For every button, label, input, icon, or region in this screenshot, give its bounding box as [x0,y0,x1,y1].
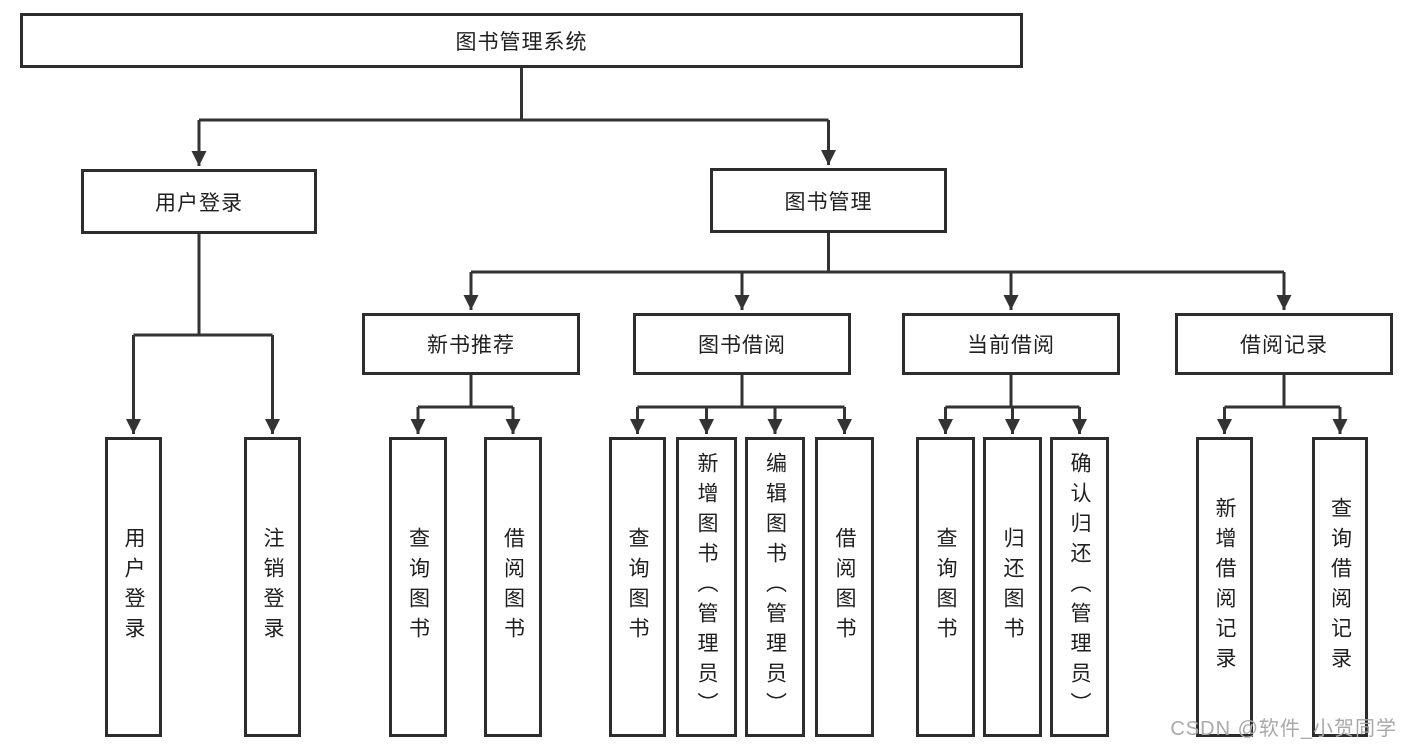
node-borrowing-records: 借阅记录 [1175,313,1393,375]
node-label: 编辑图书（管理员） [763,452,787,722]
node-label: 借阅记录 [1240,334,1328,357]
node-label: 新增图书（管理员） [695,452,718,722]
node-library-management-system: 图书管理系统 [20,13,1023,68]
node-book-management: 图书管理 [710,168,947,233]
node-label: 新书推荐 [427,334,515,357]
node-label: 图书管理系统 [455,30,588,54]
csdn-watermark: CSDN @软件_小贺同学 [1170,718,1397,740]
node-label: 用户登录 [122,527,145,647]
leaf-add-books-admin: 新增图书（管理员） [676,437,737,737]
node-label: 查询图书 [934,527,957,647]
node-label: 图书借阅 [698,334,786,357]
node-label: 确认归还（管理员） [1068,452,1091,722]
node-label: 借阅图书 [501,527,525,647]
leaf-confirm-return-admin: 确认归还（管理员） [1050,437,1109,737]
leaf-borrow-books: 借阅图书 [484,437,542,737]
node-new-book-recommendation: 新书推荐 [362,313,580,375]
node-label: 查询图书 [626,527,649,647]
leaf-return-books: 归还图书 [983,437,1042,737]
node-label: 新增借阅记录 [1213,497,1236,677]
leaf-query-borrow-record: 查询借阅记录 [1312,437,1368,737]
leaf-borrow-books: 借阅图书 [815,437,874,737]
node-label: 当前借阅 [967,334,1055,357]
node-label: 用户登录 [155,191,243,215]
leaf-query-books: 查询图书 [609,437,666,737]
node-label: 图书管理 [784,190,873,214]
node-label: 查询图书 [406,527,430,647]
leaf-user-login: 用户登录 [105,437,162,737]
leaf-query-books: 查询图书 [916,437,975,737]
leaf-query-books: 查询图书 [389,437,447,737]
node-label: 借阅图书 [833,527,856,647]
node-book-borrowing: 图书借阅 [633,313,851,375]
node-current-borrowing: 当前借阅 [902,313,1120,375]
leaf-edit-books-admin: 编辑图书（管理员） [745,437,805,737]
node-label: 归还图书 [1001,527,1024,647]
node-label: 查询借阅记录 [1328,497,1352,677]
leaf-add-borrow-record: 新增借阅记录 [1196,437,1253,737]
node-user-login: 用户登录 [81,169,317,234]
node-label: 注销登录 [261,527,284,647]
leaf-logout: 注销登录 [244,437,301,737]
